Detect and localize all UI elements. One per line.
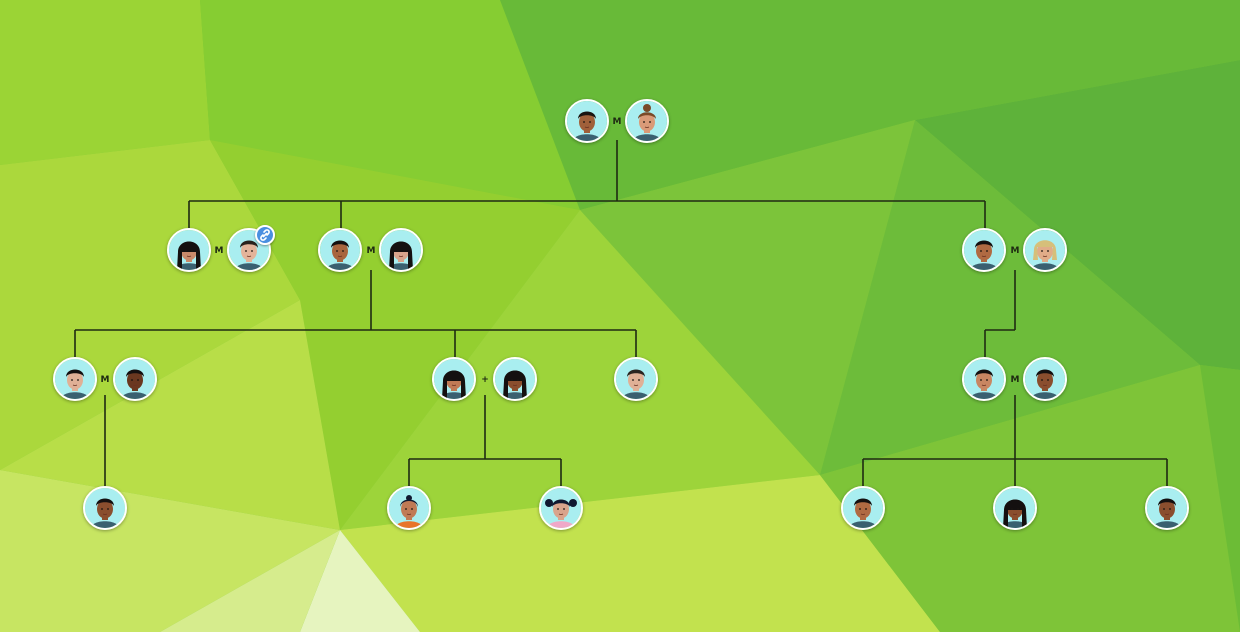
sim-portrait[interactable] [539, 486, 583, 530]
sim-portrait[interactable] [962, 228, 1006, 272]
sim-portrait[interactable] [1023, 228, 1067, 272]
sim-portrait[interactable] [841, 486, 885, 530]
sim-portrait[interactable] [565, 99, 609, 143]
sim-portrait[interactable] [1023, 357, 1067, 401]
sim-portrait[interactable] [614, 357, 658, 401]
married-symbol: M [214, 246, 224, 256]
sim-portrait[interactable] [379, 228, 423, 272]
married-symbol: M [1010, 375, 1020, 385]
married-symbol: M [100, 375, 110, 385]
married-symbol: M [1010, 246, 1020, 256]
sim-portrait[interactable] [432, 357, 476, 401]
sim-portrait[interactable] [625, 99, 669, 143]
married-symbol: M [612, 117, 622, 127]
partner-symbol: + [481, 375, 489, 385]
sim-portrait[interactable] [962, 357, 1006, 401]
sim-portrait[interactable] [53, 357, 97, 401]
sim-portrait[interactable] [318, 228, 362, 272]
sim-portrait[interactable] [387, 486, 431, 530]
sim-portrait[interactable] [493, 357, 537, 401]
sim-portrait[interactable] [113, 357, 157, 401]
sim-portrait[interactable] [227, 228, 271, 272]
sim-portrait[interactable] [993, 486, 1037, 530]
sim-portrait[interactable] [1145, 486, 1189, 530]
married-symbol: M [366, 246, 376, 256]
sim-portrait[interactable] [167, 228, 211, 272]
sim-portrait[interactable] [83, 486, 127, 530]
link-icon[interactable] [255, 225, 275, 245]
